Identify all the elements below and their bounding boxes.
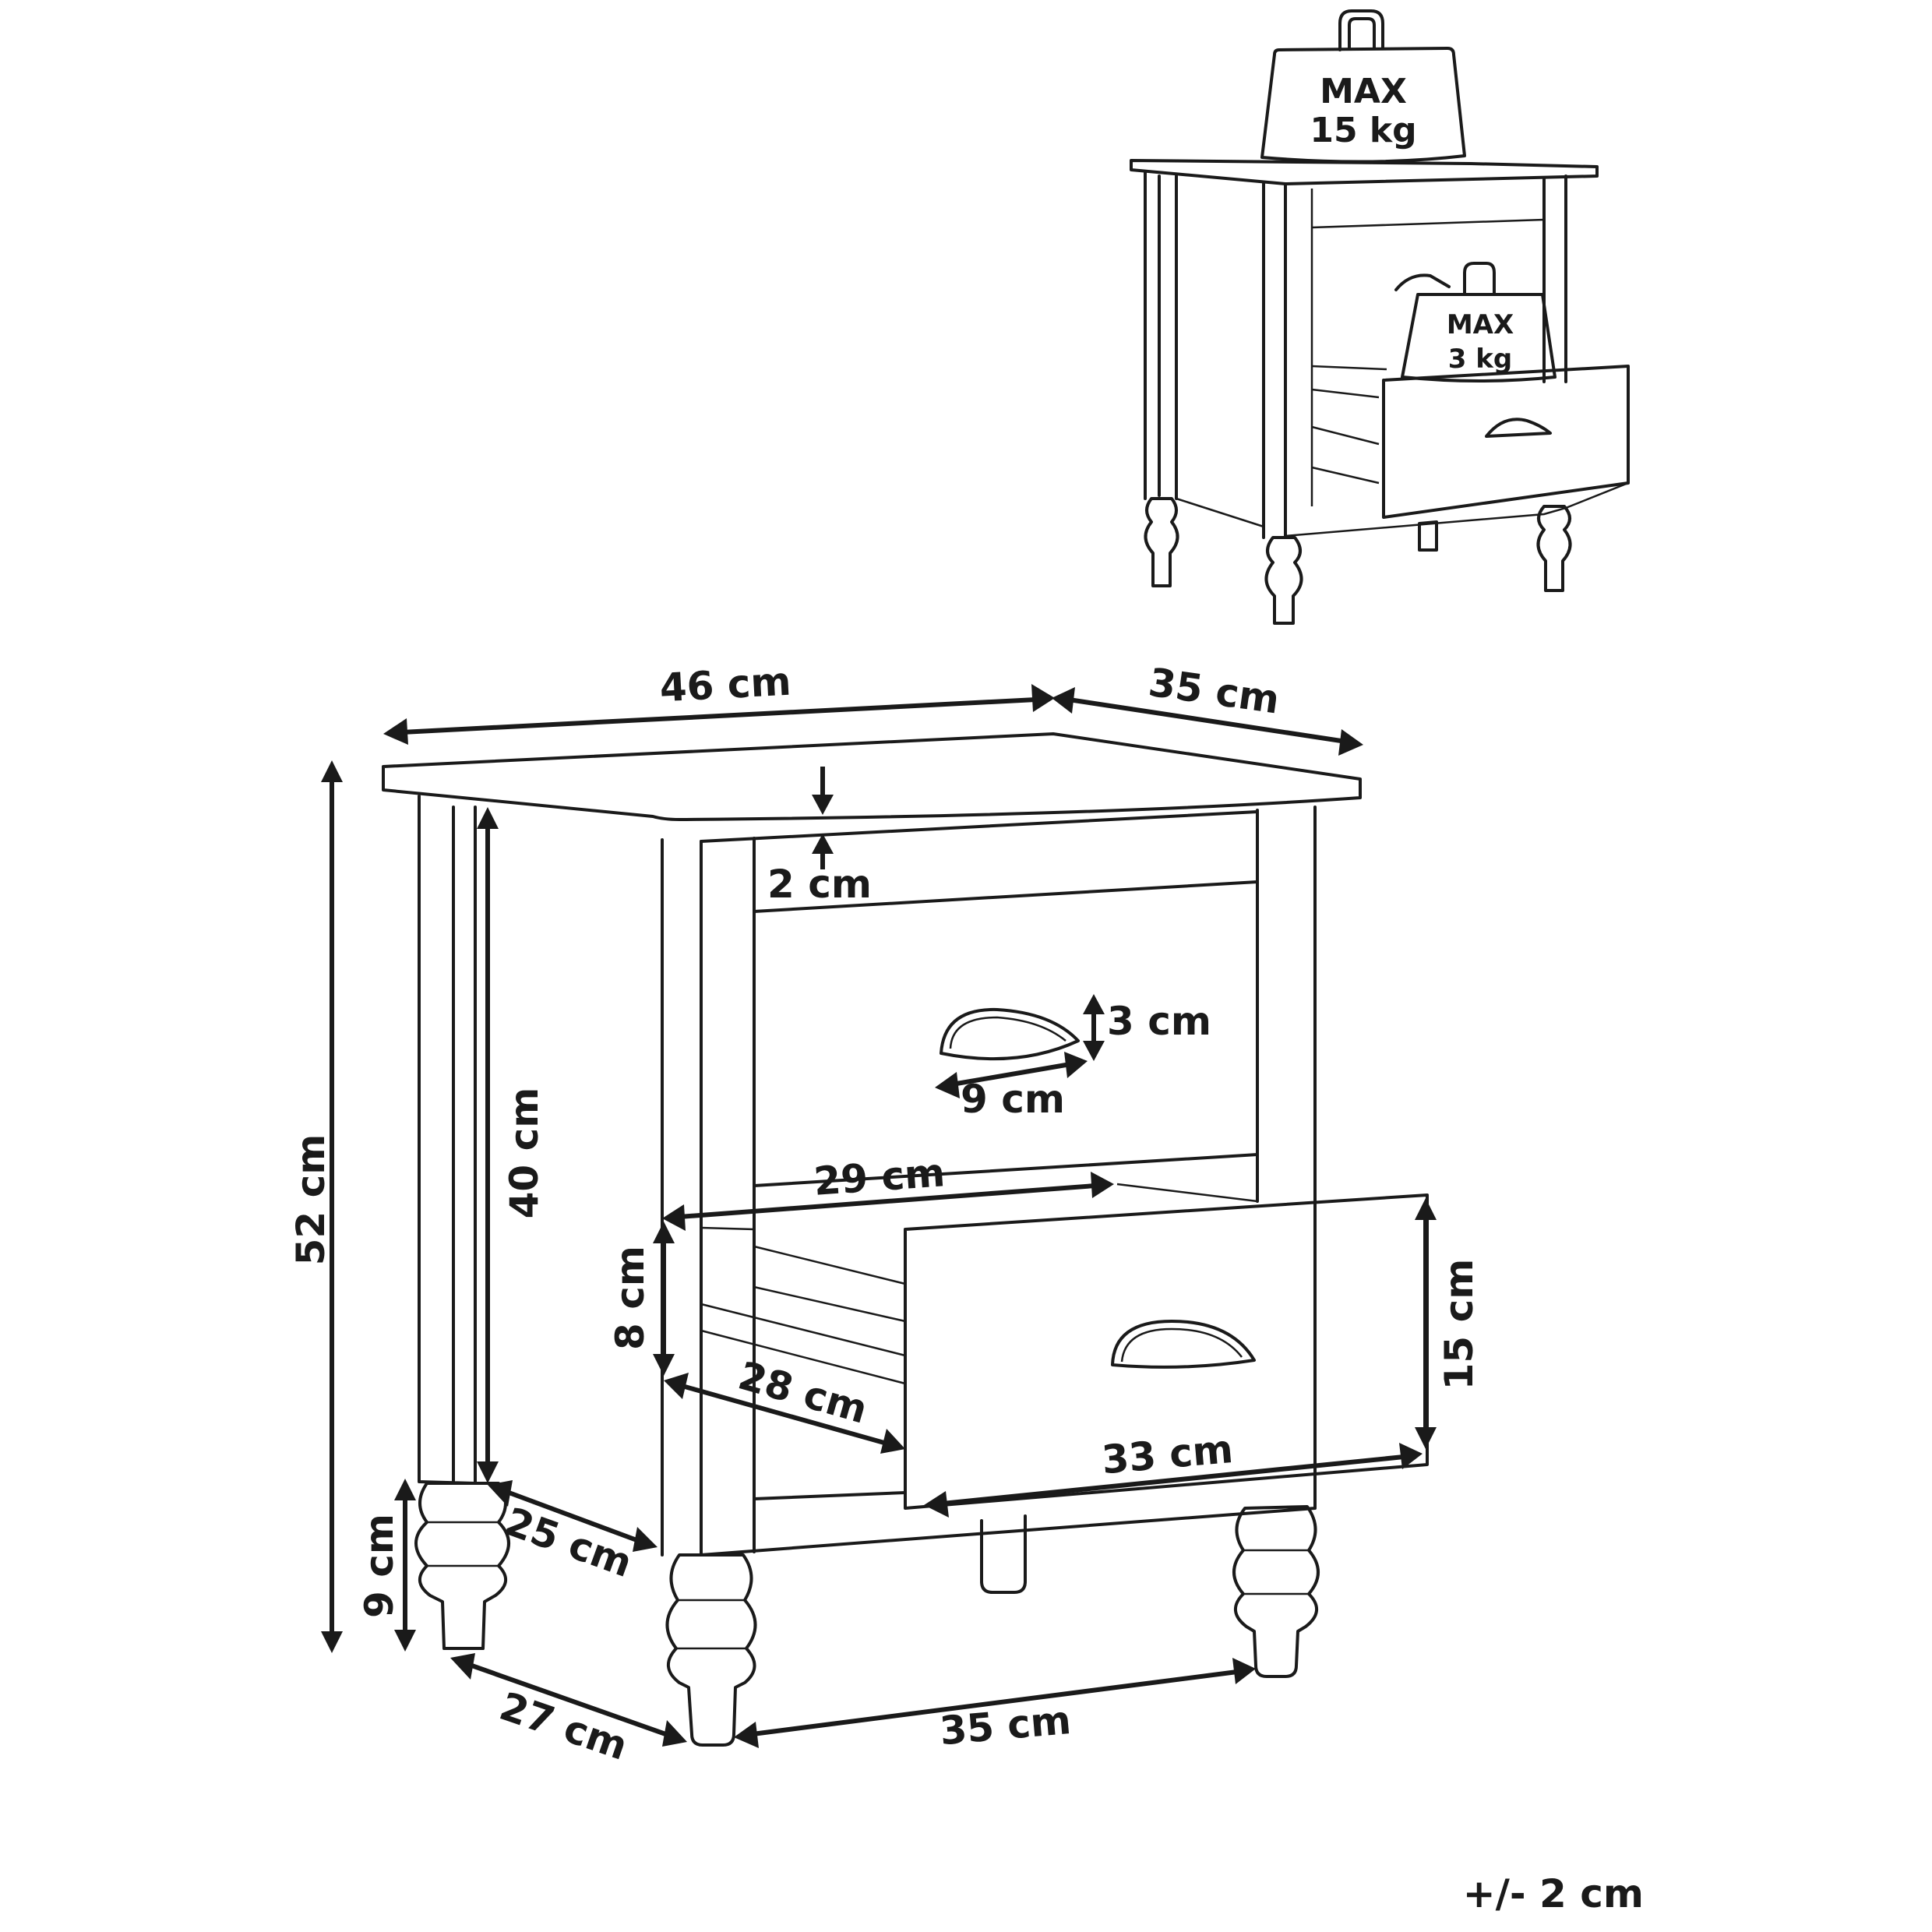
label-top-thickness: 2 cm <box>767 862 872 907</box>
label-drawer-front-height: 15 cm <box>1437 1259 1482 1391</box>
nightstand-main-drawing <box>382 732 1429 1747</box>
dimension-labels: 46 cm 35 cm 2 cm 3 cm 9 cm 52 cm 40 cm 2… <box>288 659 1644 1916</box>
label-total-height: 52 cm <box>288 1134 333 1266</box>
label-body-depth: 25 cm <box>499 1499 638 1586</box>
top-weight-max: MAX <box>1320 72 1407 111</box>
dimension-lines <box>321 684 1437 1748</box>
load-capacity-illustration: MAX 15 kg MAX 3 kg <box>1130 9 1630 625</box>
label-drawer-inner-height: 8 cm <box>608 1246 653 1350</box>
label-handle-height: 3 cm <box>1107 999 1211 1044</box>
label-handle-width: 9 cm <box>961 1077 1065 1122</box>
drawer-weight-max: MAX <box>1447 309 1514 340</box>
drawer-weight-value: 3 kg <box>1448 344 1512 375</box>
label-body-height: 40 cm <box>502 1088 547 1219</box>
label-width-top: 46 cm <box>658 659 792 711</box>
top-weight-value: 15 kg <box>1310 111 1416 150</box>
label-leg-height: 9 cm <box>357 1514 402 1618</box>
tolerance-note: +/- 2 cm <box>1463 1871 1644 1916</box>
label-drawer-inner-width: 29 cm <box>813 1150 947 1204</box>
